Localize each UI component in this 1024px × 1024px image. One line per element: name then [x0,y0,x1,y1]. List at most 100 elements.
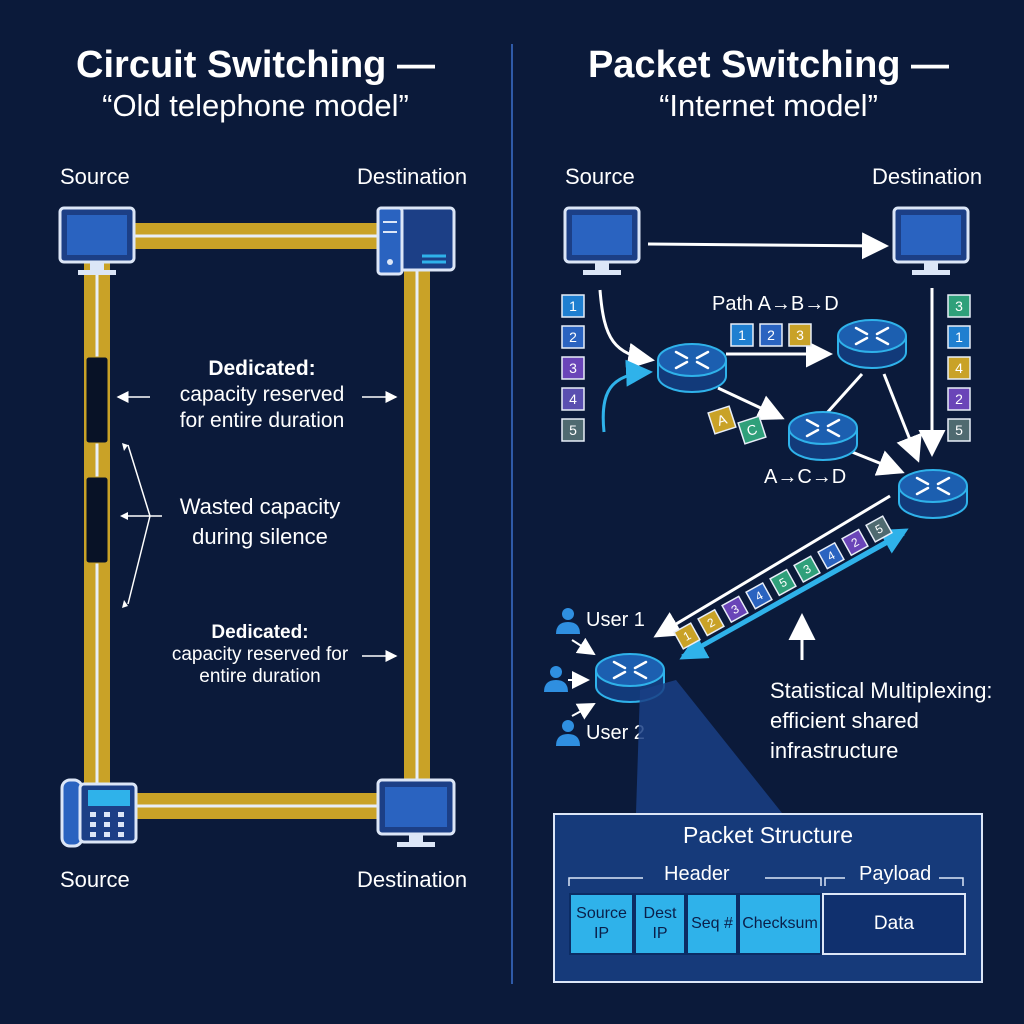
packet: 3 [947,294,971,318]
packet: 1 [947,325,971,349]
arrow-icon [571,703,596,720]
packet: 4 [947,356,971,380]
circuit-destination-bottom-label: Destination [357,867,468,892]
packet: A [707,405,737,435]
packet-box [561,325,585,349]
packet-label: 5 [955,422,963,438]
destination-packet-stack: 3 1 4 2 5 [947,294,971,442]
arrow-icon [882,373,922,463]
packet-box [730,323,754,347]
packet-box [817,541,845,570]
packet-box [707,405,737,435]
packet-box [737,415,767,445]
packet-box [865,515,893,543]
packet-source-label: Source [565,164,635,189]
packet-box [561,294,585,318]
annotation-line: for entire duration [179,409,345,432]
packet-label: 3 [955,298,963,314]
annotation-line: capacity reserved [179,383,345,406]
packet: 2 [947,387,971,411]
silence-gap [85,476,109,564]
field-data: Data [822,893,966,955]
dedicated-title: Dedicated: [208,357,316,380]
router-icon [836,318,908,370]
packet-box [673,622,701,650]
packet-box [561,356,585,380]
packet-label: 2 [569,329,577,345]
packet: 3 [793,555,821,584]
packet-box [947,387,971,411]
packet-box [947,294,971,318]
annotation-line: efficient shared [770,708,919,733]
circuit-switching-subtitle: “Old telephone model” [102,88,409,123]
arrow-icon [601,359,653,433]
router-icon [656,342,728,394]
packet-destination-label: Destination [872,164,983,189]
arrow-icon [571,637,596,656]
dedicated-title: Dedicated: [211,622,309,643]
dedicated-annotation-2: Dedicated: capacity reserved for entire … [158,622,362,688]
arrow-icon [653,494,891,638]
packet-label: 2 [955,391,963,407]
packet-box [769,568,797,597]
packet: 5 [769,568,797,597]
circuit-source-top-label: Source [60,164,130,189]
arrow-icon [717,386,785,421]
annotation-line: entire duration [199,666,321,687]
wasted-capacity-annotation: Wasted capacity during silence [160,492,360,552]
path-abd-packets: 1 2 3 [730,323,812,347]
field-dest-ip: Dest IP [634,893,686,955]
packet-label: 3 [569,360,577,376]
user2-label: User 2 [586,722,645,744]
server-icon [376,206,456,276]
wasted-capacity-bracket [124,444,162,605]
packet-label: C [745,421,760,439]
packet-box [788,323,812,347]
packet: 5 [947,418,971,442]
packet-label: 4 [955,360,963,376]
packet-switching-subtitle: “Internet model” [659,88,878,123]
field-checksum: Checksum [738,893,822,955]
packet: C [737,415,767,445]
packet-label: 2 [767,327,775,343]
packet: 5 [561,418,585,442]
packet: 1 [673,622,701,650]
packet-structure-title: Packet Structure [682,822,854,848]
header-payload-brackets [568,877,964,886]
packet: 3 [788,323,812,347]
circuit-source-bottom-label: Source [60,867,130,892]
arrow-icon [679,532,905,660]
packet-label: 3 [796,327,804,343]
packet: 2 [697,608,725,637]
user-icon [544,666,568,692]
arrow-icon [647,232,889,260]
packet-label: 4 [569,391,577,407]
circuit-destination-top-label: Destination [357,164,468,189]
packet-box [759,323,783,347]
user-icon [556,608,580,634]
packet-box [947,325,971,349]
arrow-icon [851,450,905,476]
annotation-line: infrastructure [770,738,899,763]
packet: 4 [561,387,585,411]
computer-icon [376,778,456,847]
field-source-ip: Source IP [569,893,634,955]
path-acd-packets: AC [707,405,767,445]
packet: 1 [730,323,754,347]
packet: 2 [759,323,783,347]
path-abd-label: Path A→B→D [712,293,839,315]
payload-label: Payload [859,863,932,885]
packet-box [745,581,773,610]
annotation-line: Statistical Multiplexing: [770,678,993,703]
path-acd-label: A→C→D [764,466,847,488]
packet: 2 [841,528,869,557]
telephone-icon [60,778,138,848]
silence-gap [85,356,109,444]
packet-label: 1 [738,327,746,343]
packet: 3 [721,595,749,624]
link-line [824,372,864,416]
packet: 2 [561,325,585,349]
